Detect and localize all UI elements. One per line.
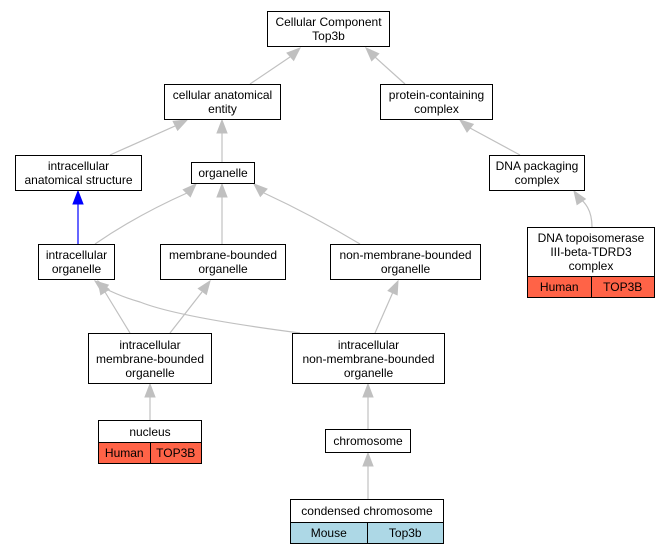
- node-label: condensed chromosome: [301, 504, 433, 518]
- species-cell: Mouse: [291, 523, 367, 543]
- gene-cell: TOP3B: [149, 443, 201, 463]
- node-label: membrane-bounded: [168, 248, 278, 262]
- arrowhead: [362, 451, 374, 467]
- edge-imbo-to-membrane: [169, 279, 211, 334]
- edge-entity-to-component: [249, 47, 302, 85]
- node-label: entity: [208, 102, 237, 116]
- node-membrane-bounded-organelle[interactable]: membrane-bounded organelle: [160, 244, 286, 280]
- node-label: chromosome: [333, 434, 403, 448]
- node-intracellular-non-membrane-bounded-organelle[interactable]: intracellular non-membrane-bounded organ…: [292, 333, 445, 384]
- node-label: organelle: [343, 365, 394, 380]
- node-label: DNA packaging: [495, 159, 579, 173]
- node-header: DNA topoisomerase III-beta-TDRD3 complex: [528, 228, 654, 276]
- node-condensed-chromosome[interactable]: condensed chromosome Mouse Top3b: [290, 499, 444, 544]
- arrowhead: [172, 119, 189, 132]
- node-label: organelle: [198, 166, 248, 180]
- edge-inmbo-to-nonmembrane: [374, 279, 399, 334]
- annotation-row: Mouse Top3b: [291, 522, 443, 543]
- node-label: complex: [568, 259, 614, 273]
- node-header: condensed chromosome: [291, 500, 443, 522]
- arrowhead: [72, 189, 84, 205]
- node-label: complex: [414, 102, 459, 116]
- species-cell: Human: [528, 277, 591, 297]
- species-cell: Human: [99, 443, 150, 463]
- node-label: Top3b: [312, 29, 345, 43]
- node-intracellular-anatomical-structure[interactable]: intracellular anatomical structure: [15, 155, 142, 191]
- node-label: organelle: [125, 365, 175, 380]
- node-label: intracellular: [337, 337, 400, 352]
- node-label: intracellular: [47, 159, 110, 173]
- arrowhead: [182, 183, 197, 198]
- node-label: cellular anatomical: [172, 88, 273, 102]
- edge-membrane-to-organelle: [216, 182, 228, 244]
- annotation-row: Human TOP3B: [528, 276, 654, 297]
- edge-inmbo-to-intraorg: [93, 280, 301, 334]
- arrowhead: [252, 183, 268, 198]
- node-label: organelle: [380, 262, 431, 276]
- gene-cell: Top3b: [366, 523, 443, 543]
- node-protein-containing-complex[interactable]: protein-containing complex: [380, 84, 493, 120]
- node-dna-topoisomerase-iii-beta-tdrd3-complex[interactable]: DNA topoisomerase III-beta-TDRD3 complex…: [527, 227, 655, 298]
- node-label: organelle: [198, 262, 248, 276]
- arrowhead: [362, 382, 374, 398]
- edge-chromosome-to-inmbo: [362, 382, 374, 429]
- node-organelle[interactable]: organelle: [191, 162, 255, 184]
- arrowhead: [144, 382, 156, 398]
- node-cellular-component[interactable]: Cellular Component Top3b: [267, 11, 390, 47]
- edge-intraorg-to-organelle: [94, 183, 197, 245]
- node-label: Cellular Component: [275, 15, 382, 29]
- node-header: nucleus: [99, 421, 201, 442]
- arrowhead: [197, 279, 211, 296]
- edge-nonmembrane-to-organelle: [252, 183, 361, 245]
- node-label: nucleus: [129, 424, 171, 439]
- edge-nucleus-to-imbo: [144, 382, 156, 420]
- node-label: anatomical structure: [24, 173, 133, 187]
- edge-organelle-to-entity: [216, 118, 228, 162]
- edge-complex-to-component: [365, 47, 406, 85]
- arrowhead: [365, 47, 380, 62]
- node-dna-packaging-complex[interactable]: DNA packaging complex: [489, 155, 585, 191]
- node-label: organelle: [51, 262, 102, 276]
- node-cellular-anatomical-entity[interactable]: cellular anatomical entity: [164, 84, 281, 120]
- node-label: intracellular: [45, 248, 108, 262]
- arrowhead: [573, 189, 587, 206]
- node-nucleus[interactable]: nucleus Human TOP3B: [98, 420, 202, 464]
- node-label: non-membrane-bounded: [339, 248, 472, 262]
- edge-condensed-to-chromosome: [362, 451, 374, 499]
- node-label: membrane-bounded: [95, 351, 205, 366]
- arrowhead: [387, 279, 399, 296]
- node-non-membrane-bounded-organelle[interactable]: non-membrane-bounded organelle: [330, 244, 481, 280]
- node-label: III-beta-TDRD3: [550, 245, 632, 259]
- arrowhead: [286, 47, 302, 62]
- edge-structure-to-entity: [109, 119, 189, 156]
- edge-dnapack-to-complex: [458, 119, 521, 156]
- node-label: complex: [514, 173, 560, 187]
- node-intracellular-membrane-bounded-organelle[interactable]: intracellular membrane-bounded organelle: [88, 333, 212, 384]
- node-label: DNA topoisomerase: [537, 231, 645, 245]
- edge-intraorg-to-structure: [72, 189, 84, 244]
- node-label: protein-containing: [388, 88, 485, 102]
- node-label: non-membrane-bounded: [302, 351, 435, 366]
- gene-cell: TOP3B: [590, 277, 654, 297]
- arrowhead: [216, 118, 228, 134]
- arrowhead: [93, 280, 110, 294]
- arrowhead: [458, 119, 475, 133]
- node-intracellular-organelle[interactable]: intracellular organelle: [38, 244, 115, 280]
- arrowhead: [216, 182, 228, 198]
- annotation-row: Human TOP3B: [99, 442, 201, 463]
- node-chromosome[interactable]: chromosome: [325, 429, 411, 453]
- node-label: intracellular: [119, 337, 181, 352]
- edge-topo-to-dnapack: [573, 189, 593, 228]
